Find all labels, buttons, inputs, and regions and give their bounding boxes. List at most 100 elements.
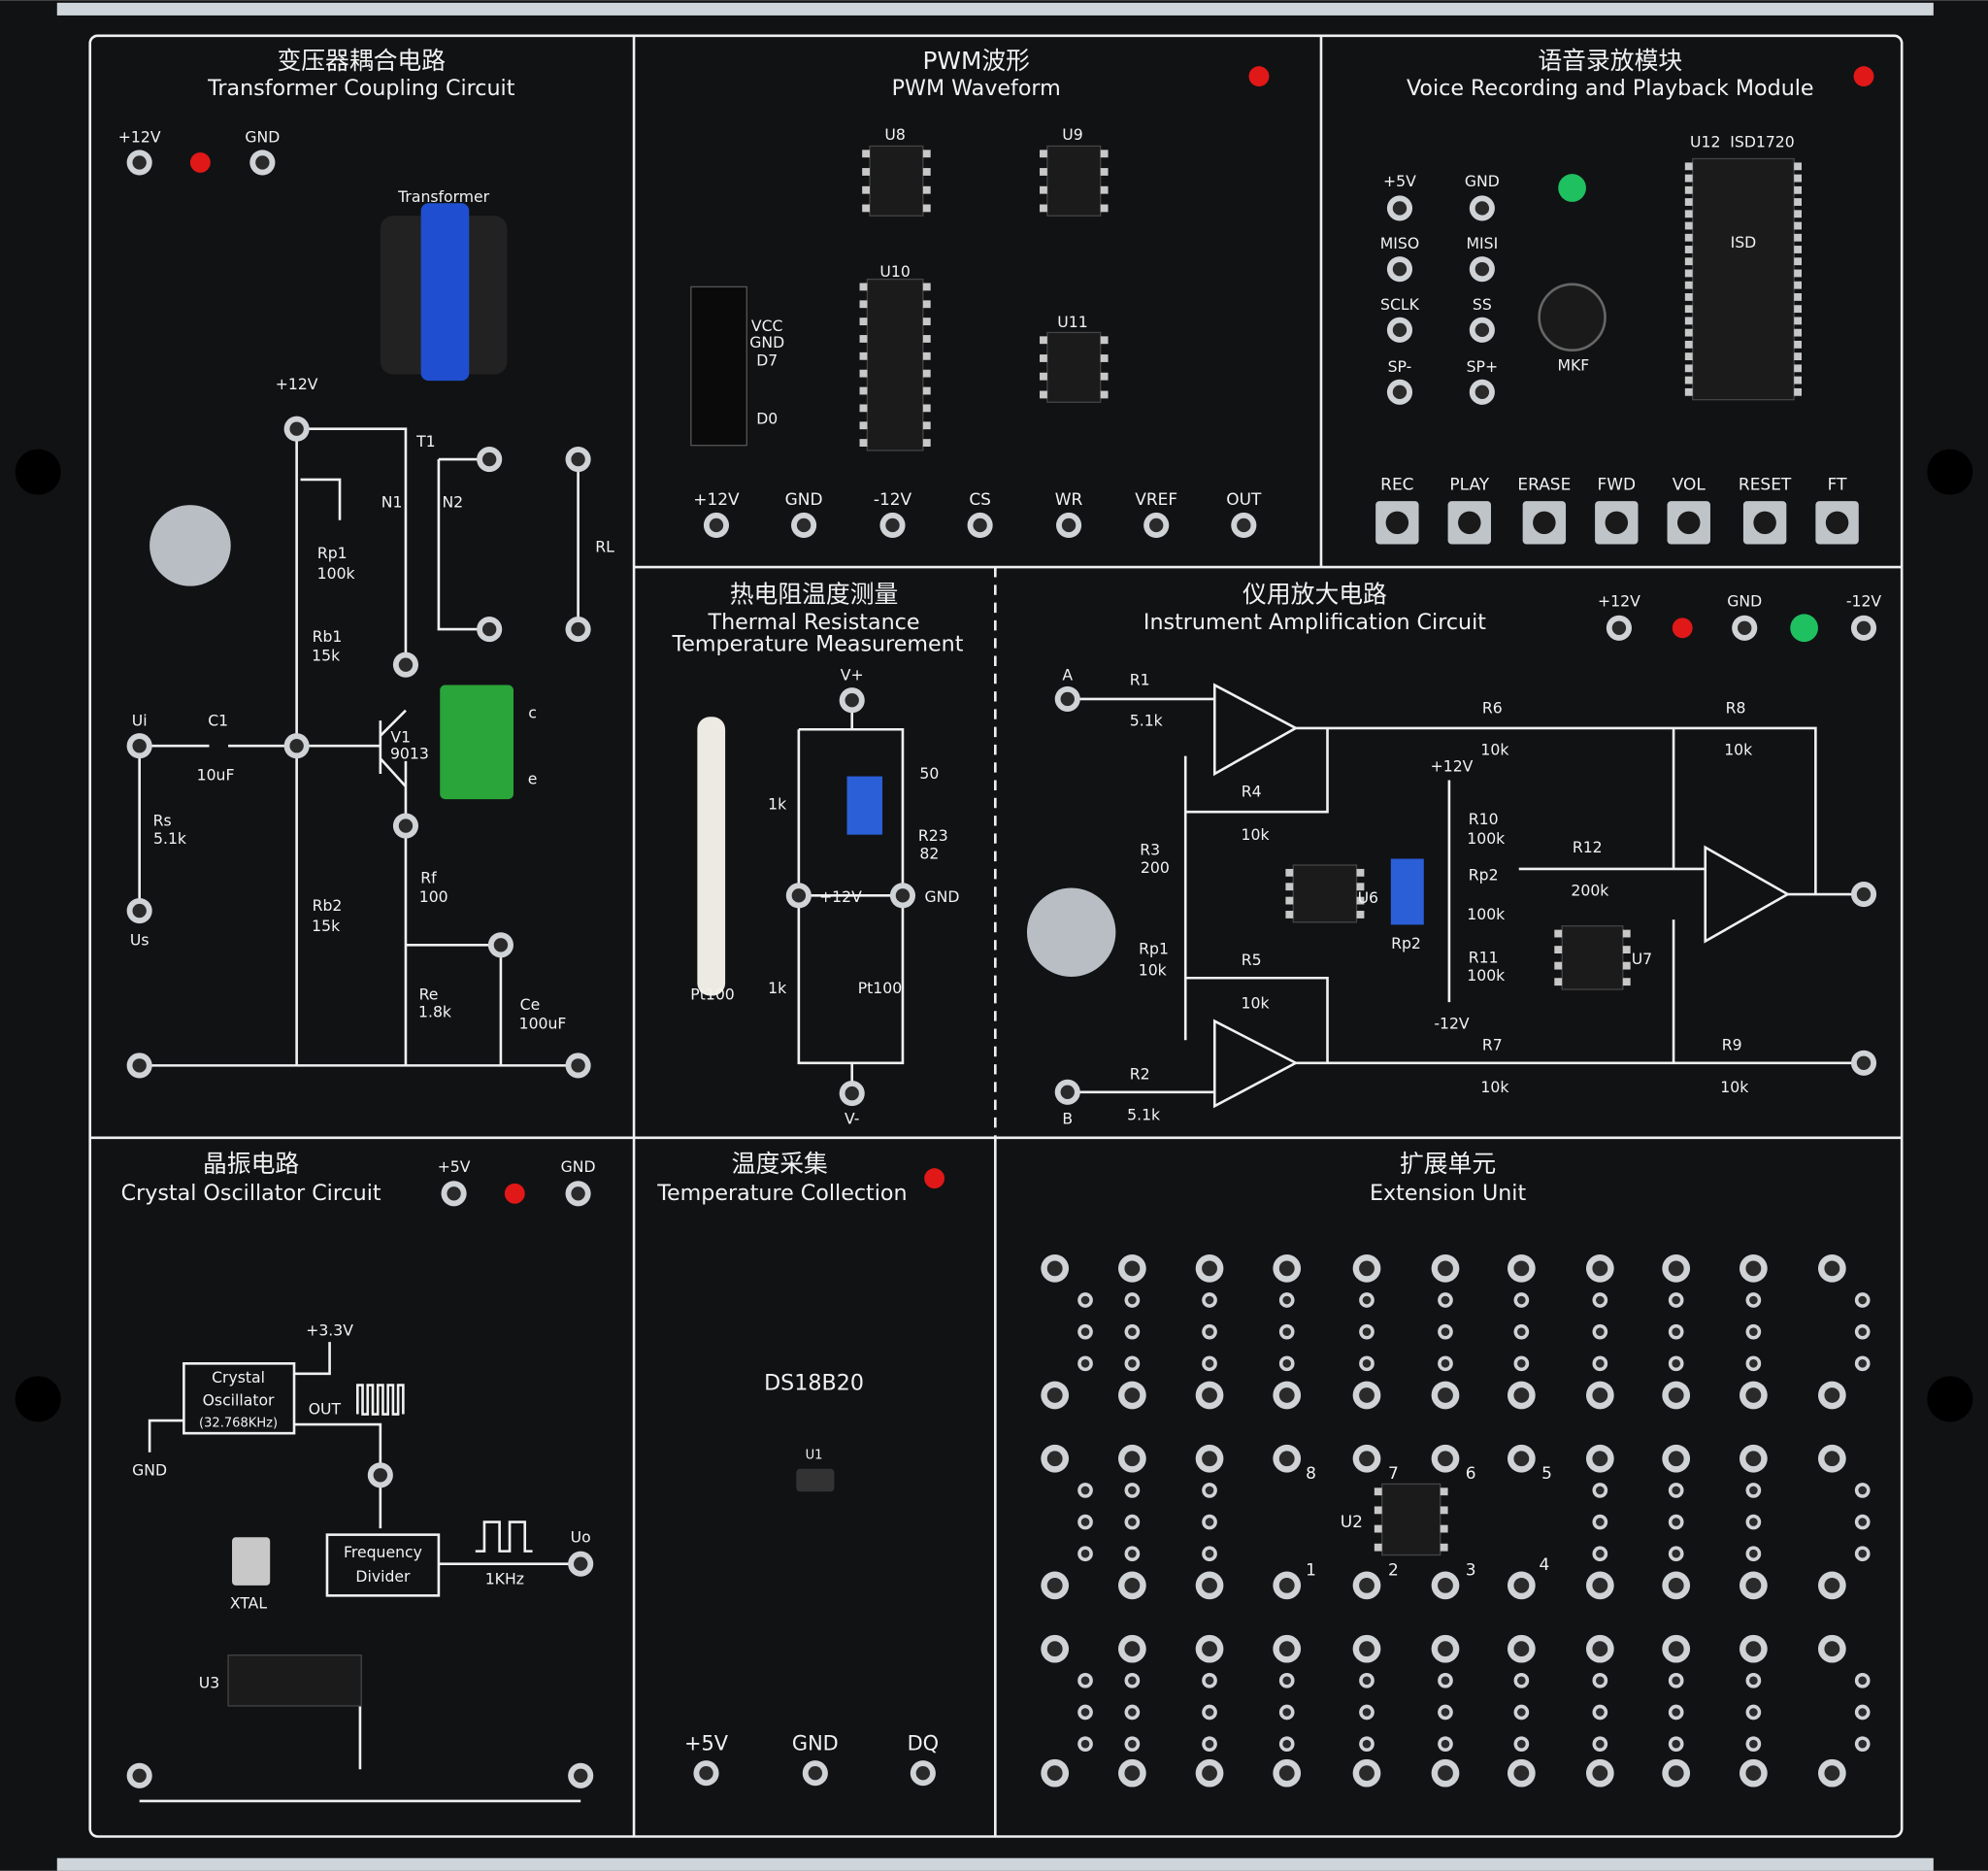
test-jack[interactable]	[1817, 1571, 1846, 1600]
test-jack[interactable]	[1592, 1673, 1608, 1688]
test-jack[interactable]	[1662, 1253, 1691, 1283]
test-jack[interactable]	[1077, 1546, 1093, 1562]
test-jack[interactable]	[1745, 1292, 1762, 1308]
test-jack[interactable]	[1507, 1758, 1536, 1787]
test-jack[interactable]	[1202, 1514, 1217, 1530]
test-jack[interactable]	[1438, 1323, 1453, 1340]
test-jack[interactable]	[565, 617, 591, 643]
test-jack[interactable]	[1745, 1546, 1762, 1562]
test-jack[interactable]	[1431, 1444, 1460, 1473]
test-jack[interactable]	[1745, 1483, 1762, 1498]
test-jack[interactable]	[1118, 1444, 1146, 1473]
test-jack[interactable]	[1352, 1253, 1381, 1283]
test-jack[interactable]	[1592, 1514, 1608, 1530]
test-jack[interactable]	[565, 1181, 591, 1207]
test-jack[interactable]	[1850, 1050, 1877, 1076]
test-jack[interactable]	[1592, 1704, 1608, 1721]
test-jack[interactable]	[1732, 615, 1758, 641]
test-jack[interactable]	[1386, 256, 1413, 283]
test-jack[interactable]	[1386, 379, 1413, 405]
test-jack[interactable]	[1817, 1758, 1846, 1787]
test-jack[interactable]	[1202, 1704, 1217, 1721]
test-jack[interactable]	[1431, 1758, 1460, 1787]
test-jack[interactable]	[1438, 1292, 1453, 1308]
test-jack[interactable]	[1041, 1444, 1070, 1473]
test-jack[interactable]	[1054, 1079, 1080, 1105]
test-jack[interactable]	[1585, 1381, 1614, 1410]
test-jack[interactable]	[1740, 1381, 1768, 1410]
test-jack[interactable]	[1124, 1514, 1141, 1530]
test-jack[interactable]	[477, 617, 503, 643]
test-jack[interactable]	[1854, 1355, 1871, 1372]
test-jack[interactable]	[1850, 615, 1877, 641]
test-jack[interactable]	[1041, 1571, 1070, 1600]
test-jack[interactable]	[1077, 1704, 1093, 1721]
potentiometer-knob[interactable]	[1026, 887, 1116, 977]
test-jack[interactable]	[1278, 1736, 1295, 1752]
test-jack[interactable]	[1195, 1758, 1224, 1787]
test-jack[interactable]	[1585, 1758, 1614, 1787]
test-jack[interactable]	[1469, 379, 1495, 405]
test-jack[interactable]	[1854, 1546, 1871, 1562]
test-jack[interactable]	[1273, 1444, 1302, 1473]
test-jack[interactable]	[1668, 1323, 1684, 1340]
test-jack[interactable]	[1668, 1355, 1684, 1372]
test-jack[interactable]	[1359, 1292, 1375, 1308]
test-jack[interactable]	[1745, 1704, 1762, 1721]
test-jack[interactable]	[1431, 1381, 1460, 1410]
test-jack[interactable]	[1592, 1546, 1608, 1562]
test-jack[interactable]	[1359, 1736, 1375, 1752]
test-jack[interactable]	[839, 687, 865, 714]
test-jack[interactable]	[1507, 1634, 1536, 1663]
test-jack[interactable]	[1124, 1736, 1141, 1752]
test-jack[interactable]	[487, 932, 514, 958]
test-jack[interactable]	[1668, 1546, 1684, 1562]
test-jack[interactable]	[1662, 1571, 1691, 1600]
test-jack[interactable]	[1386, 317, 1413, 343]
test-jack[interactable]	[1592, 1355, 1608, 1372]
test-jack[interactable]	[367, 1462, 393, 1488]
test-jack[interactable]	[1592, 1483, 1608, 1498]
test-jack[interactable]	[1352, 1758, 1381, 1787]
test-jack[interactable]	[1431, 1571, 1460, 1600]
test-jack[interactable]	[1817, 1253, 1846, 1283]
test-jack[interactable]	[910, 1760, 936, 1787]
test-jack[interactable]	[1507, 1444, 1536, 1473]
test-jack[interactable]	[1077, 1514, 1093, 1530]
test-jack[interactable]	[1124, 1292, 1141, 1308]
test-jack[interactable]	[1202, 1292, 1217, 1308]
test-jack[interactable]	[1745, 1736, 1762, 1752]
test-jack[interactable]	[1359, 1673, 1375, 1688]
test-jack[interactable]	[1469, 195, 1495, 221]
test-jack[interactable]	[126, 897, 152, 924]
trimmer-pot[interactable]	[1390, 858, 1424, 925]
test-jack[interactable]	[568, 1762, 594, 1788]
push-button-reset[interactable]	[1742, 501, 1787, 545]
test-jack[interactable]	[1850, 881, 1877, 908]
test-jack[interactable]	[1352, 1571, 1381, 1600]
test-jack[interactable]	[1668, 1673, 1684, 1688]
trimmer-pot[interactable]	[846, 776, 883, 835]
test-jack[interactable]	[1817, 1381, 1846, 1410]
test-jack[interactable]	[565, 1052, 591, 1079]
test-jack[interactable]	[1359, 1704, 1375, 1721]
test-jack[interactable]	[1124, 1483, 1141, 1498]
test-jack[interactable]	[1202, 1673, 1217, 1688]
test-jack[interactable]	[126, 1762, 152, 1788]
test-jack[interactable]	[889, 883, 916, 909]
test-jack[interactable]	[1745, 1355, 1762, 1372]
test-jack[interactable]	[1668, 1736, 1684, 1752]
test-jack[interactable]	[565, 446, 591, 473]
test-jack[interactable]	[1662, 1634, 1691, 1663]
test-jack[interactable]	[1118, 1381, 1146, 1410]
test-jack[interactable]	[1124, 1323, 1141, 1340]
test-jack[interactable]	[1513, 1355, 1530, 1372]
test-jack[interactable]	[392, 813, 419, 839]
test-jack[interactable]	[1740, 1758, 1768, 1787]
test-jack[interactable]	[568, 1551, 594, 1577]
test-jack[interactable]	[1124, 1546, 1141, 1562]
test-jack[interactable]	[1585, 1444, 1614, 1473]
test-jack[interactable]	[1592, 1292, 1608, 1308]
test-jack[interactable]	[1438, 1704, 1453, 1721]
test-jack[interactable]	[1202, 1546, 1217, 1562]
